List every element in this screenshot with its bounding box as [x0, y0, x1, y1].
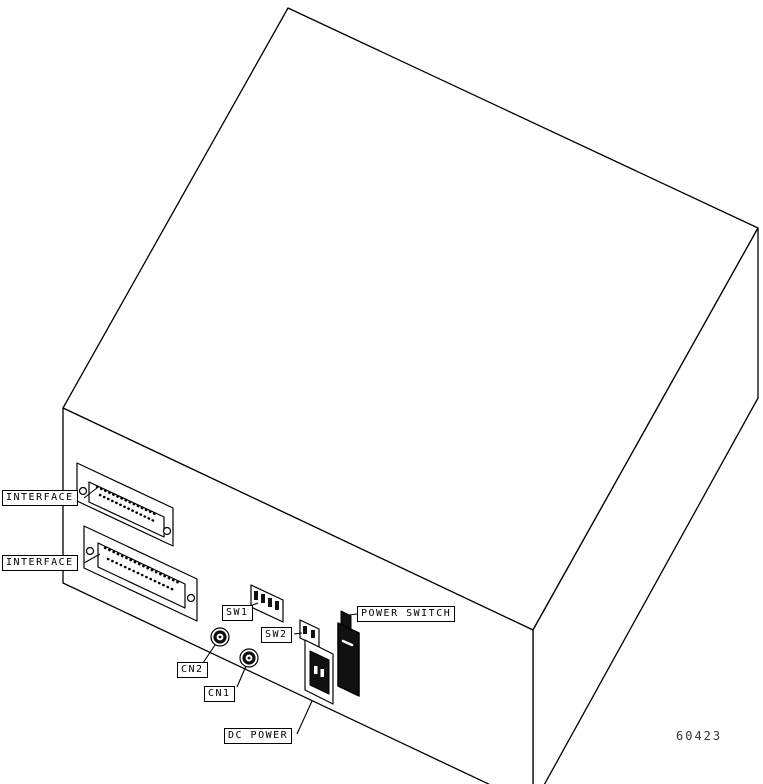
connector-plate [76, 462, 174, 547]
leader-interface-bottom [83, 553, 101, 564]
sw2-levers [303, 626, 315, 638]
leader-dc-power [296, 700, 313, 735]
mounting-screw [78, 486, 88, 496]
rear-panel-face [62, 407, 534, 784]
connector-pins [103, 546, 181, 593]
leader-interface-top [83, 487, 98, 499]
device-box [62, 7, 759, 784]
callout-cn2: CN2 [177, 662, 208, 678]
power-switch-body [337, 622, 360, 697]
leader-cn1 [236, 665, 247, 688]
callout-interface-top: INTERFACE [2, 490, 78, 506]
leader-cn2 [202, 644, 216, 664]
callout-sw2: SW2 [261, 627, 292, 643]
sw1-dip-switch [250, 584, 284, 623]
mounting-screw [186, 593, 196, 603]
inlet-pin-slots [314, 666, 324, 677]
callout-interface-bottom: INTERFACE [2, 555, 78, 571]
cn2-connector [210, 627, 230, 647]
leader-power-switch [348, 613, 358, 616]
connector-dsub-outline [97, 542, 186, 609]
mounting-screw [85, 546, 95, 556]
cn1-connector [239, 648, 259, 668]
connector-dsub-outline [88, 481, 165, 538]
mounting-screw [162, 526, 172, 536]
dc-power-inlet [304, 639, 334, 705]
callout-power-switch: POWER SWITCH [357, 606, 456, 622]
connector-pins [95, 485, 159, 523]
power-switch [337, 610, 360, 697]
figure-number: 60423 [676, 729, 723, 743]
leader-sw2 [293, 632, 303, 635]
callout-cn1: CN1 [204, 686, 235, 702]
sw1-levers [254, 591, 279, 610]
interface-connector-bottom [83, 525, 198, 622]
callout-dc-power: DC POWER [224, 728, 293, 744]
sw1-body [250, 584, 284, 623]
interface-connector-top [76, 462, 174, 547]
inlet-socket [309, 650, 330, 695]
callout-sw1: SW1 [222, 605, 253, 621]
power-switch-notch [341, 639, 354, 647]
